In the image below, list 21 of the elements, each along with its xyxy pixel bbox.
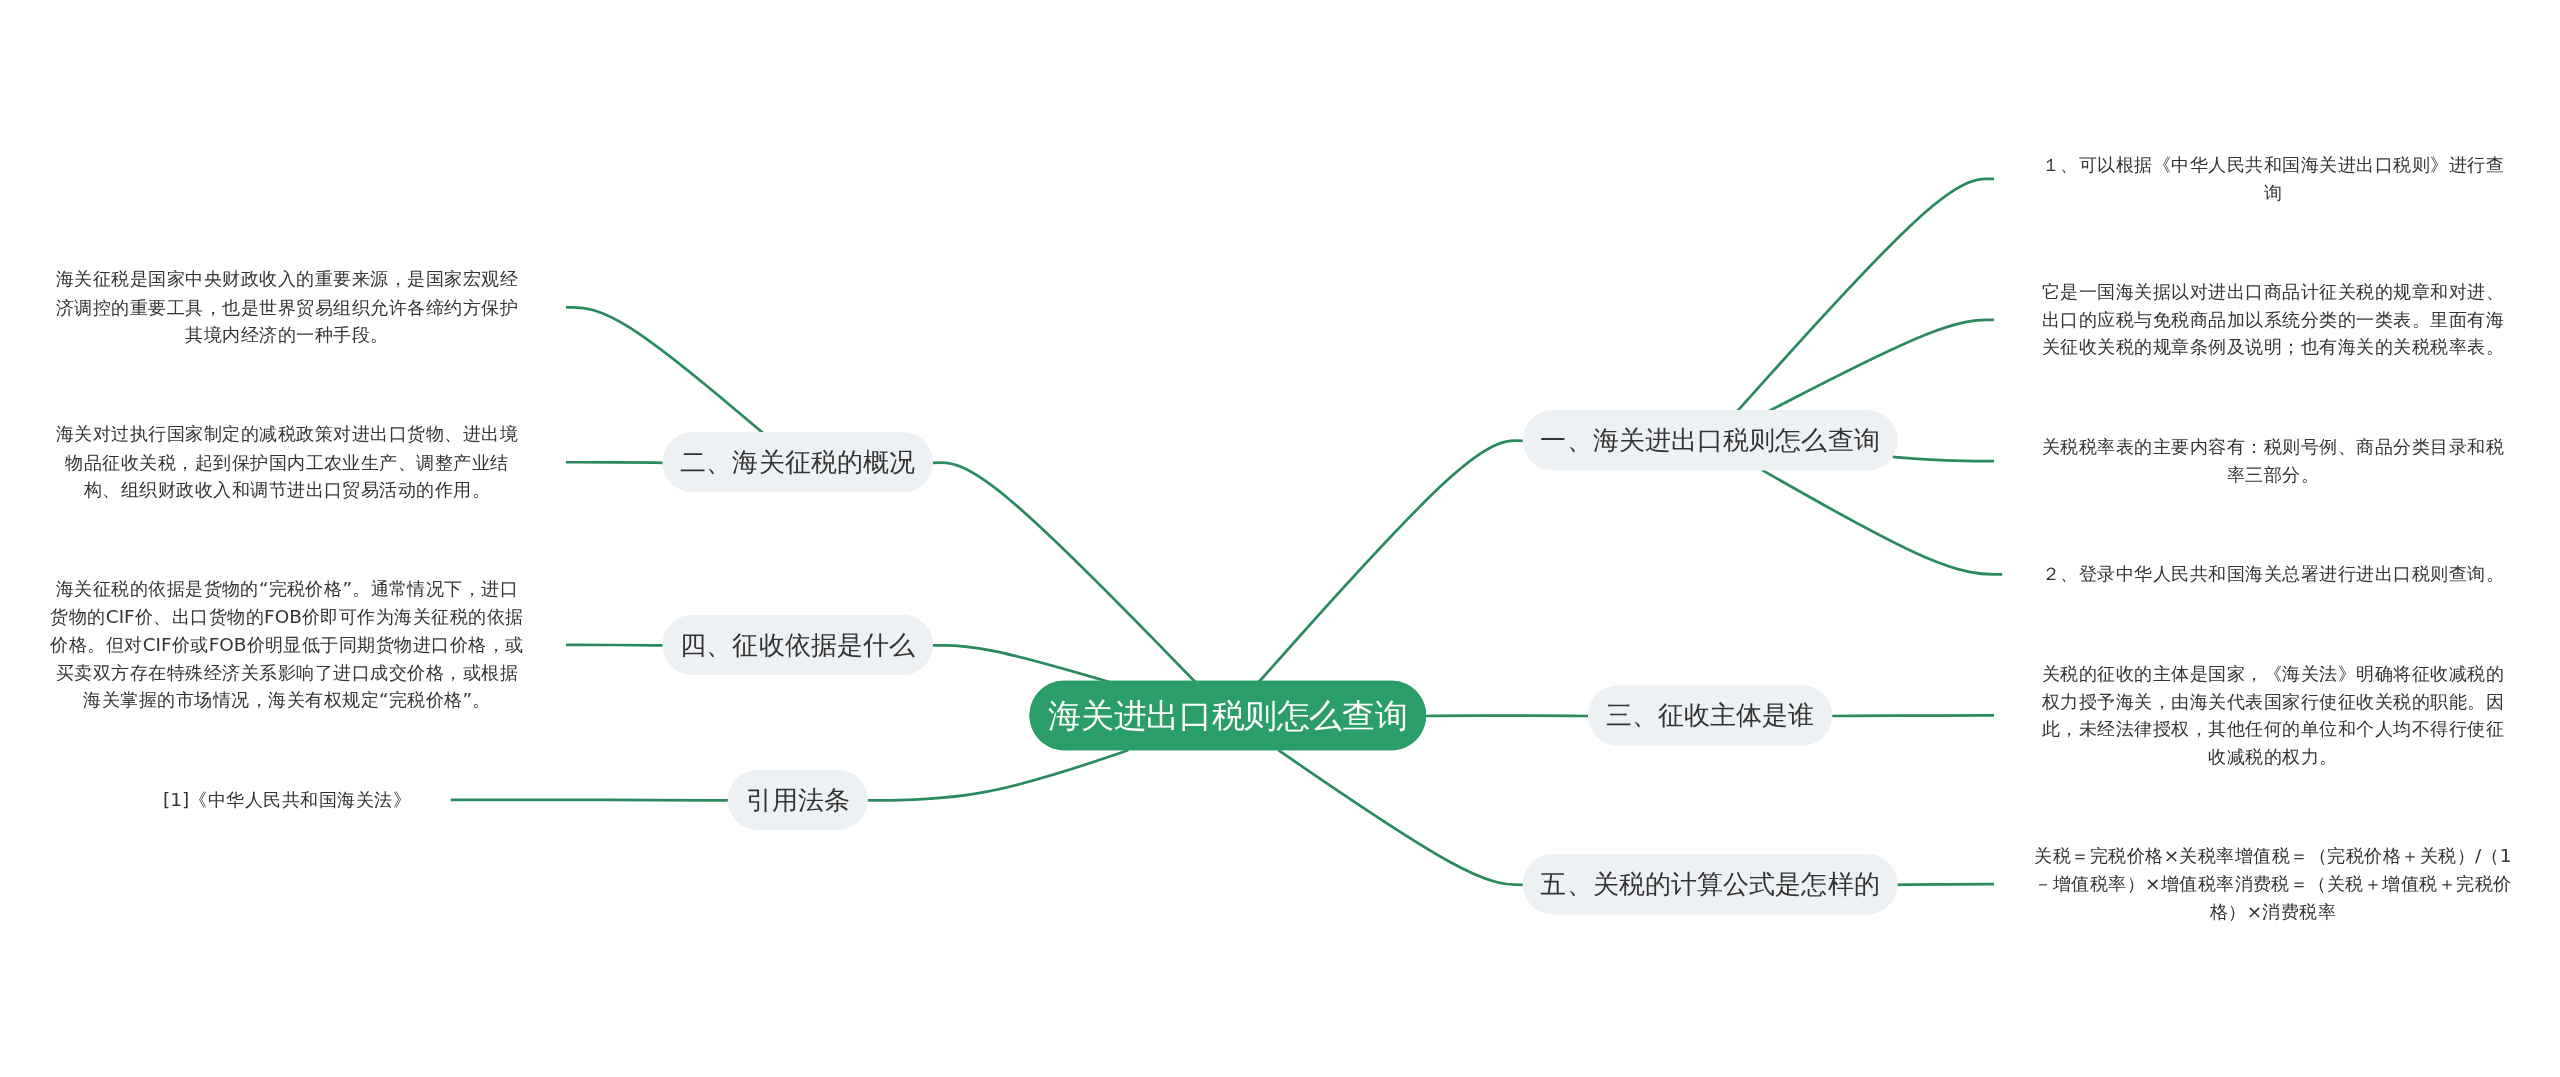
connector <box>867 748 1129 802</box>
node-text: 海关征税是国家中央财政收入的重要来源，是国家宏观经济调控的重要工具，也是世界贸易组织允许各缔约方保护其境内经济的一种手段。 <box>55 267 519 346</box>
connector <box>1892 455 1995 463</box>
node-text: 关税＝完税价格×关税率增值税＝（完税价格＋关税）/（1－增值税率）×增值税率消费税＝（关税＋增值税＋完税价格）×消费税率 <box>2034 844 2512 923</box>
connector <box>1761 468 2003 576</box>
connector <box>565 460 664 465</box>
node-text: 海关对过执行国家制定的减税政策对进出口货物、进出境物品征收关税，起到保护国内工农业生产、调整产业结构、组织财政收入和调节进出口贸易活动的作用。 <box>55 422 519 501</box>
node-text: ２、登录中华人民共和国海关总署进行进出口税则查询。 <box>2041 562 2505 585</box>
connector <box>450 798 729 802</box>
connector <box>1897 882 1995 887</box>
node-text: 关税税率表的主要内容有：税则号例、商品分类目录和税率三部分。 <box>2041 435 2505 485</box>
node-text: 海关征税的依据是货物的“完税价格”。通常情况下，进口货物的CIF价、出口货物的FOB价即可作为海关征税的依据价格。但对CIF价或FOB价明显低于同期货物进口价格，或买卖双方存在特殊经济关系影响了进口成交价格，或根据海关掌握的市场情况，海关有权规定“完税价格”。 <box>50 577 524 711</box>
connector <box>1277 749 1524 887</box>
connector <box>1832 714 1995 718</box>
node-text: [1]《中华人民共和国海关法》 <box>163 788 412 810</box>
node-text: 关税的征收的主体是国家，《海关法》明确将征收减税的权力授予海关，由海关代表国家行使征收关税的职能。因此，未经法律授权，其他任何的单位和个人均不得行使征收减税的权力。 <box>2041 662 2505 768</box>
connector <box>565 643 664 647</box>
connector <box>1258 439 1524 683</box>
connector <box>932 461 1196 683</box>
node-text: 它是一国海关据以对进出口商品计征关税的规章和对进、出口的应税与免税商品加以系统分类的一类表。里面有海关征收关税的规章条例及说明；也有海关的关税税率表。 <box>2041 280 2505 358</box>
node-text: １、可以根据《中华人民共和国海关进出口税则》进行查询 <box>2041 153 2505 203</box>
